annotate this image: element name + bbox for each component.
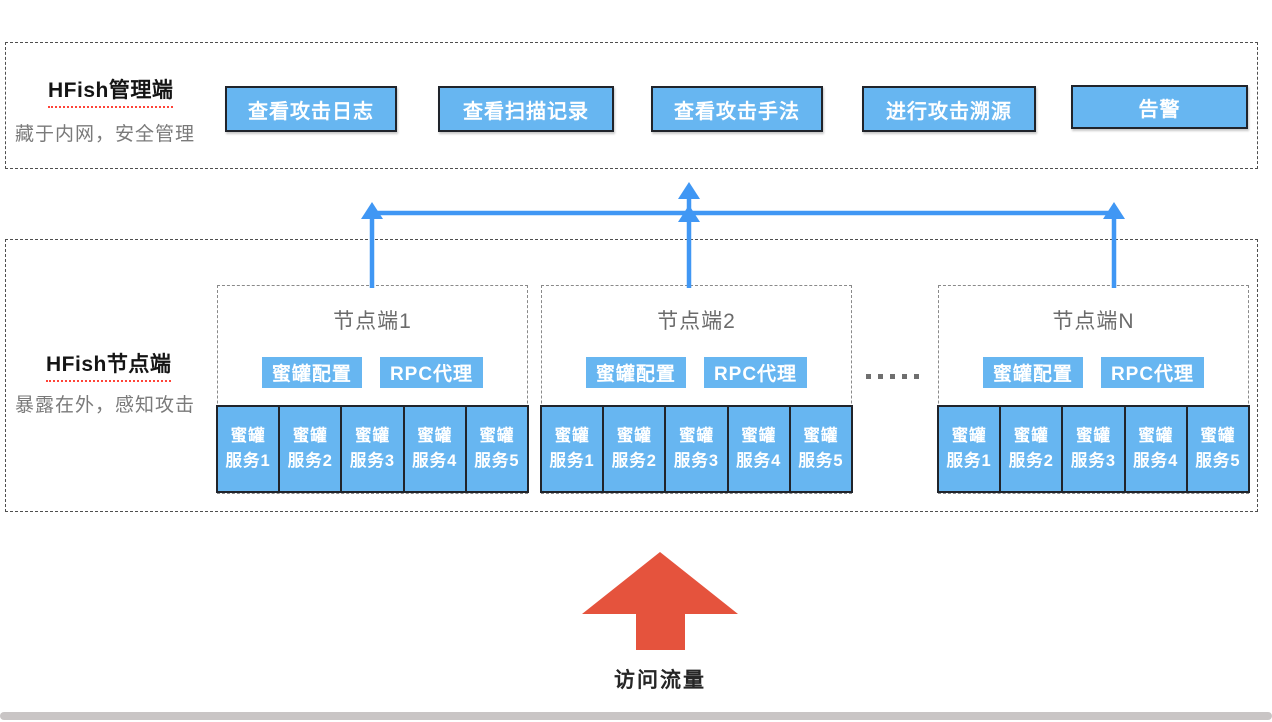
node-tag: 蜜罐配置 bbox=[261, 357, 362, 388]
arrowhead-node2-icon bbox=[678, 205, 700, 222]
node-title: 节点端1 bbox=[333, 310, 412, 333]
node-tag: RPC代理 bbox=[703, 357, 808, 388]
honeypot-service-cell: 蜜罐服务2 bbox=[602, 407, 664, 491]
node-tag: RPC代理 bbox=[379, 357, 484, 388]
node-tags: 蜜罐配置 RPC代理 bbox=[542, 357, 851, 388]
node-tag: RPC代理 bbox=[1100, 357, 1205, 388]
honeypot-service-cell: 蜜罐服务2 bbox=[999, 407, 1061, 491]
honeypot-service-cell: 蜜罐服务5 bbox=[788, 407, 851, 491]
nodes-title-text: HFish节点端 bbox=[46, 348, 172, 382]
diagram-button-3: 查看攻击手法 bbox=[651, 86, 823, 132]
node-title: 节点端N bbox=[1052, 310, 1135, 333]
diagram-button-5: 告警 bbox=[1071, 85, 1248, 129]
honeypot-service-cell: 蜜罐服务3 bbox=[1061, 407, 1123, 491]
node-tag: 蜜罐配置 bbox=[585, 357, 686, 388]
traffic-up-arrow-icon bbox=[582, 552, 738, 650]
nodes-title: HFish节点端 bbox=[46, 348, 172, 382]
honeypot-service-cell: 蜜罐服务3 bbox=[664, 407, 726, 491]
diagram-button-2: 查看扫描记录 bbox=[438, 86, 614, 132]
management-subtitle: 藏于内网，安全管理 bbox=[15, 124, 196, 145]
ellipsis-dots bbox=[866, 374, 919, 379]
nodes-section: HFish节点端 暴露在外，感知攻击 bbox=[5, 239, 1258, 512]
honeypot-service-cell: 蜜罐服务4 bbox=[1123, 407, 1186, 491]
arrowhead-nodeN-icon bbox=[1103, 202, 1125, 219]
node-tag: 蜜罐配置 bbox=[982, 357, 1083, 388]
honeypot-service-cell: 蜜罐服务4 bbox=[402, 407, 465, 491]
honeypot-service-cell: 蜜罐服务4 bbox=[726, 407, 789, 491]
node-tags: 蜜罐配置 RPC代理 bbox=[939, 357, 1248, 388]
management-title: HFish管理端 bbox=[48, 74, 174, 108]
honeypot-service-cell: 蜜罐服务5 bbox=[1185, 407, 1248, 491]
node-title: 节点端2 bbox=[657, 310, 736, 333]
honeypot-service-cell: 蜜罐服务1 bbox=[225, 427, 271, 470]
management-section: HFish管理端 藏于内网，安全管理 查看攻击日志查看扫描记录查看攻击手法进行攻… bbox=[5, 42, 1258, 169]
nodes-subtitle: 暴露在外，感知攻击 bbox=[15, 395, 196, 416]
honeypot-service-cell: 蜜罐服务2 bbox=[278, 407, 340, 491]
window-edge-bar bbox=[0, 712, 1272, 720]
honeypot-service-cell: 蜜罐服务5 bbox=[464, 407, 527, 491]
traffic-label: 访问流量 bbox=[614, 669, 706, 692]
management-title-text: HFish管理端 bbox=[48, 74, 174, 108]
honeypot-service-cell: 蜜罐服务3 bbox=[340, 407, 402, 491]
arrowhead-management-icon bbox=[678, 182, 700, 199]
honeypot-service-cell: 蜜罐服务1 bbox=[946, 427, 992, 470]
node-tags: 蜜罐配置 RPC代理 bbox=[218, 357, 527, 388]
arrowhead-node1-icon bbox=[361, 202, 383, 219]
honeypot-service-cell: 蜜罐服务1 bbox=[549, 427, 595, 470]
diagram-button-1: 查看攻击日志 bbox=[225, 86, 397, 132]
diagram-button-4: 进行攻击溯源 bbox=[862, 86, 1036, 132]
